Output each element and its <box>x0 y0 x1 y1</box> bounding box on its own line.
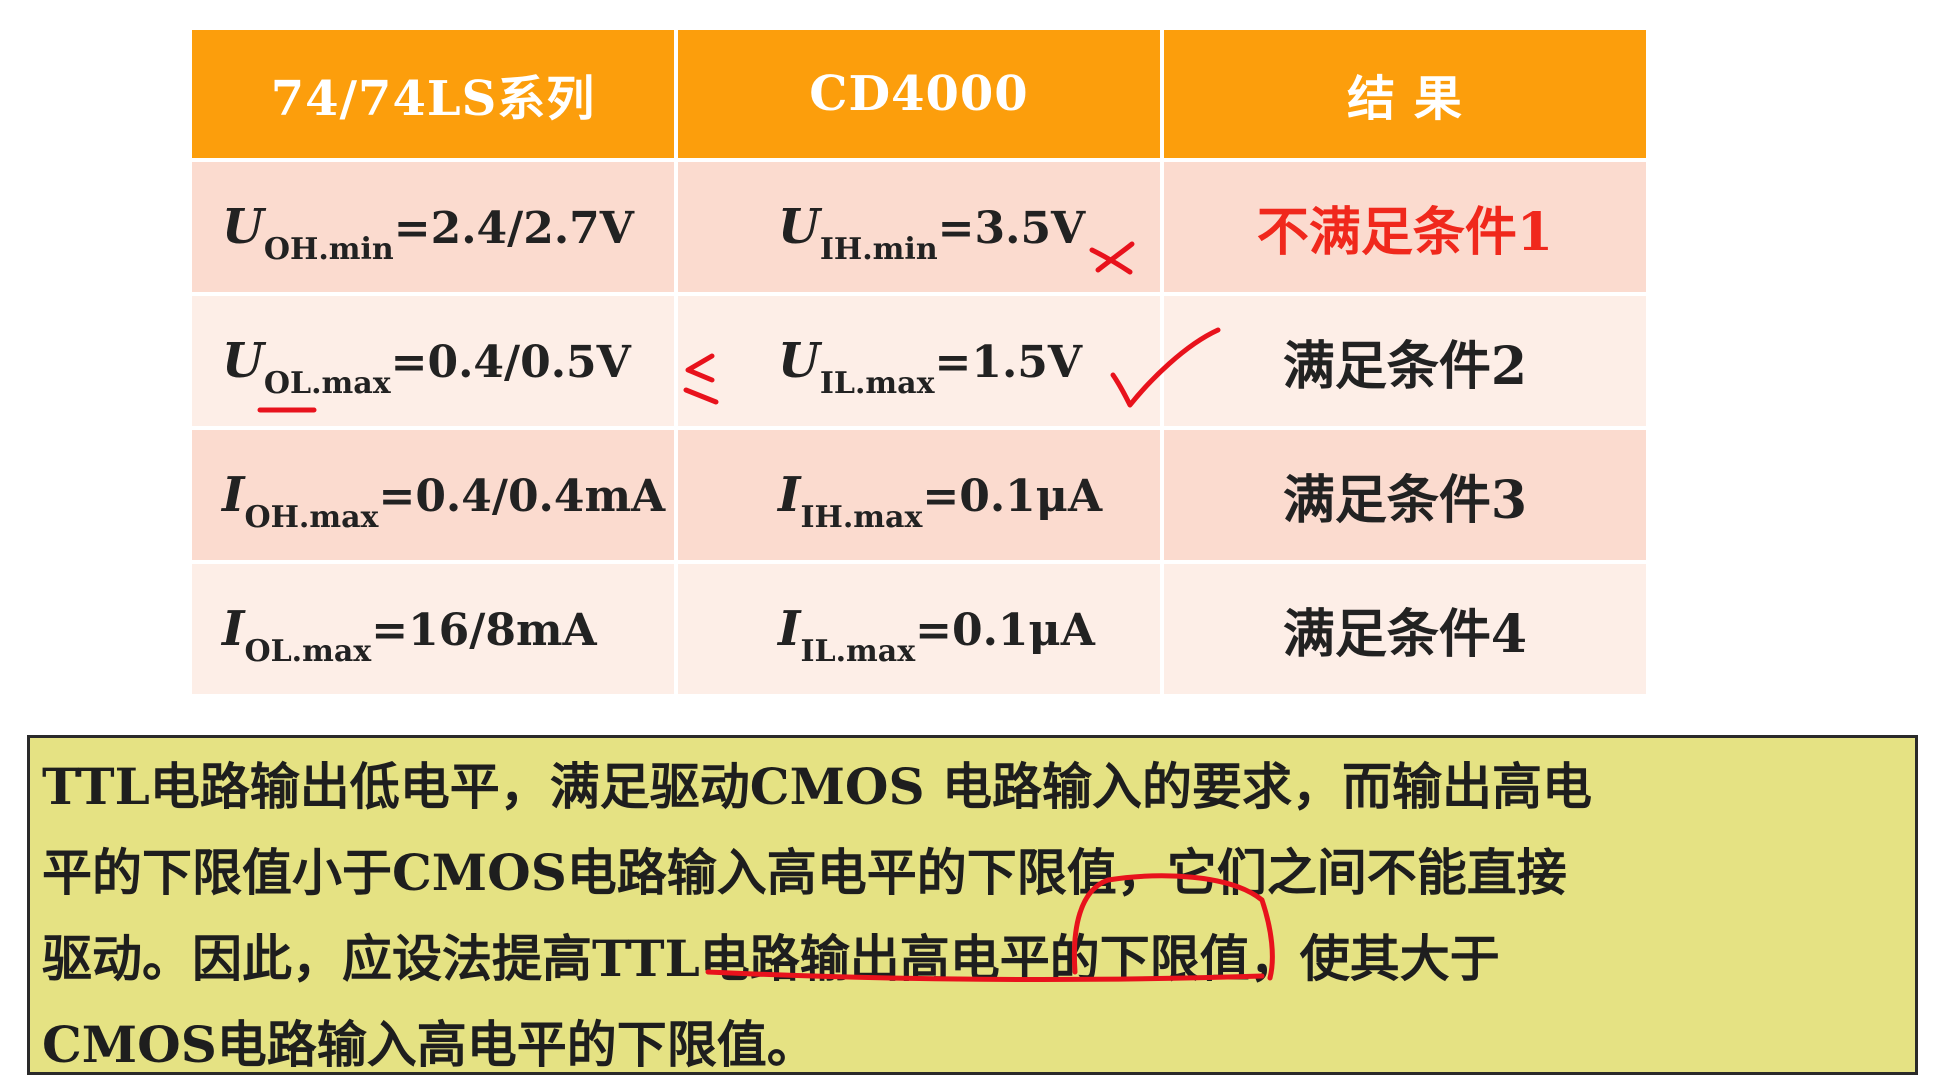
param-value: =1.5V <box>934 337 1083 388</box>
param-symbol: U <box>222 199 264 255</box>
ttl-param-cell: UOH.min=2.4/2.7V <box>192 162 674 292</box>
param-value: =16/8mA <box>371 605 597 656</box>
param-value: =0.1μA <box>915 605 1095 656</box>
param-value: =0.4/0.4mA <box>378 471 666 522</box>
cmos-param-cell: UIH.min=3.5V <box>678 162 1160 292</box>
result-cell: 不满足条件1 <box>1164 162 1646 292</box>
table-header-row: 74/74LS系列 CD4000 结 果 <box>192 30 1646 158</box>
param-subscript: IH.min <box>819 232 938 267</box>
param-subscript: OH.min <box>263 232 394 267</box>
param-symbol: I <box>778 467 801 523</box>
note-line: CMOS电路输入高电平的下限值。 <box>42 1015 817 1074</box>
header-ttl-series: 74/74LS系列 <box>192 30 674 158</box>
param-subscript: OL.max <box>244 634 372 669</box>
ttl-param-cell: IOL.max=16/8mA <box>192 564 674 694</box>
result-cell: 满足条件4 <box>1164 564 1646 694</box>
result-cell: 满足条件3 <box>1164 430 1646 560</box>
param-value: =0.4/0.5V <box>390 337 631 388</box>
cmos-param-cell: IIH.max=0.1μA <box>678 430 1160 560</box>
param-symbol: U <box>778 199 820 255</box>
param-symbol: I <box>222 601 245 657</box>
param-value: =2.4/2.7V <box>393 203 634 254</box>
cmos-param-cell: UIL.max=1.5V <box>678 296 1160 426</box>
cmos-param-cell: IIL.max=0.1μA <box>678 564 1160 694</box>
note-line: 驱动。因此，应设法提高TTL电路输出高电平的下限值，使其大于 <box>42 929 1500 988</box>
param-symbol: U <box>222 333 264 389</box>
note-line: TTL电路输出低电平，满足驱动CMOS 电路输入的要求，而输出高电 <box>42 757 1592 816</box>
param-subscript: IL.max <box>819 366 935 401</box>
header-cd4000: CD4000 <box>678 30 1160 158</box>
table-row: UOL.max=0.4/0.5V UIL.max=1.5V 满足条件2 <box>192 296 1646 426</box>
param-value: =0.1μA <box>922 471 1103 522</box>
param-subscript: IH.max <box>800 500 923 535</box>
table-row: UOH.min=2.4/2.7V UIH.min=3.5V 不满足条件1 <box>192 162 1646 292</box>
table-row: IOH.max=0.4/0.4mA IIH.max=0.1μA 满足条件3 <box>192 430 1646 560</box>
ttl-cmos-comparison-table: 74/74LS系列 CD4000 结 果 UOH.min=2.4/2.7V UI… <box>188 26 1650 698</box>
header-result: 结 果 <box>1164 30 1646 158</box>
param-symbol: U <box>778 333 820 389</box>
param-symbol: I <box>778 601 801 657</box>
ttl-param-cell: IOH.max=0.4/0.4mA <box>192 430 674 560</box>
table-row: IOL.max=16/8mA IIL.max=0.1μA 满足条件4 <box>192 564 1646 694</box>
param-subscript: OH.max <box>244 500 379 535</box>
param-value: =3.5V <box>937 203 1086 254</box>
note-line: 平的下限值小于CMOS电路输入高电平的下限值，它们之间不能直接 <box>42 843 1567 902</box>
conclusion-note-box: TTL电路输出低电平，满足驱动CMOS 电路输入的要求，而输出高电 平的下限值小… <box>27 735 1918 1075</box>
param-subscript: IL.max <box>800 634 916 669</box>
slide: { "table": { "headers": ["74/74LS系列", "C… <box>27 26 1918 1075</box>
param-subscript: OL.max <box>263 366 391 401</box>
param-symbol: I <box>222 467 245 523</box>
result-cell: 满足条件2 <box>1164 296 1646 426</box>
ttl-param-cell: UOL.max=0.4/0.5V <box>192 296 674 426</box>
